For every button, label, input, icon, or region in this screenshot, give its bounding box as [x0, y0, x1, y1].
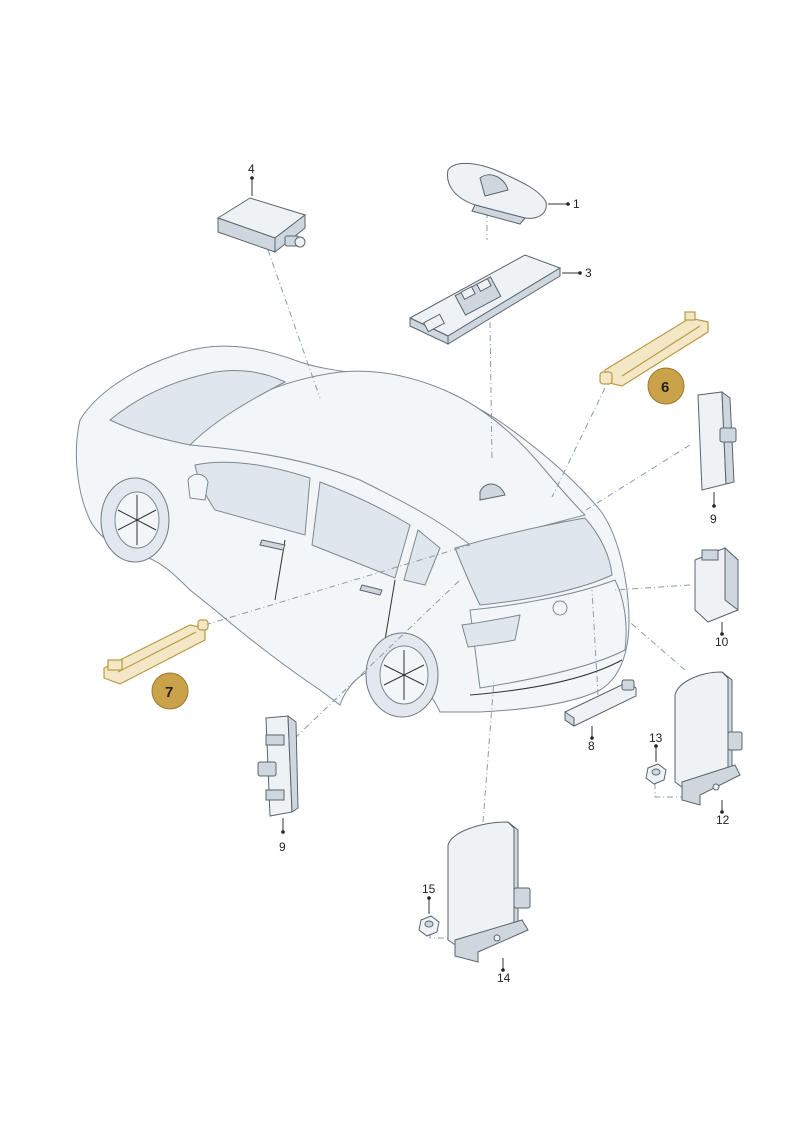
part-12-bracket-module — [674, 671, 743, 812]
part-4-control-unit — [216, 178, 307, 254]
callout-15: 15 — [422, 882, 436, 896]
part-7-antenna-highlighted — [103, 619, 209, 685]
part-15-nut — [418, 898, 440, 937]
callout-8: 8 — [588, 739, 595, 753]
vehicle-illustration — [75, 345, 630, 718]
callout-12: 12 — [716, 813, 730, 827]
part-1-roof-antenna — [446, 163, 568, 225]
callout-4: 4 — [248, 162, 255, 176]
part-14-bracket-module — [447, 821, 531, 970]
part-9-sensor-right — [697, 390, 737, 506]
callout-10: 10 — [715, 635, 729, 649]
callout-9-left: 9 — [279, 840, 286, 854]
part-10-control-module — [694, 546, 739, 634]
part-6-antenna-highlighted — [599, 311, 709, 387]
part-13-nut — [645, 746, 667, 785]
part-3-roof-module — [408, 254, 580, 345]
part-9-sensor-left — [257, 714, 299, 832]
part-8-antenna-bar — [564, 679, 637, 738]
callout-13: 13 — [649, 731, 663, 745]
callout-3: 3 — [585, 266, 592, 280]
callout-1: 1 — [573, 197, 580, 211]
callout-7: 7 — [165, 684, 173, 701]
callout-9-right: 9 — [710, 512, 717, 526]
callout-6: 6 — [661, 379, 669, 396]
callout-7-badge — [151, 672, 189, 710]
callout-14: 14 — [497, 971, 511, 985]
callout-labels: 1 3 4 6 7 8 9 9 10 12 13 14 15 — [151, 162, 730, 985]
callout-6-badge — [647, 367, 685, 405]
